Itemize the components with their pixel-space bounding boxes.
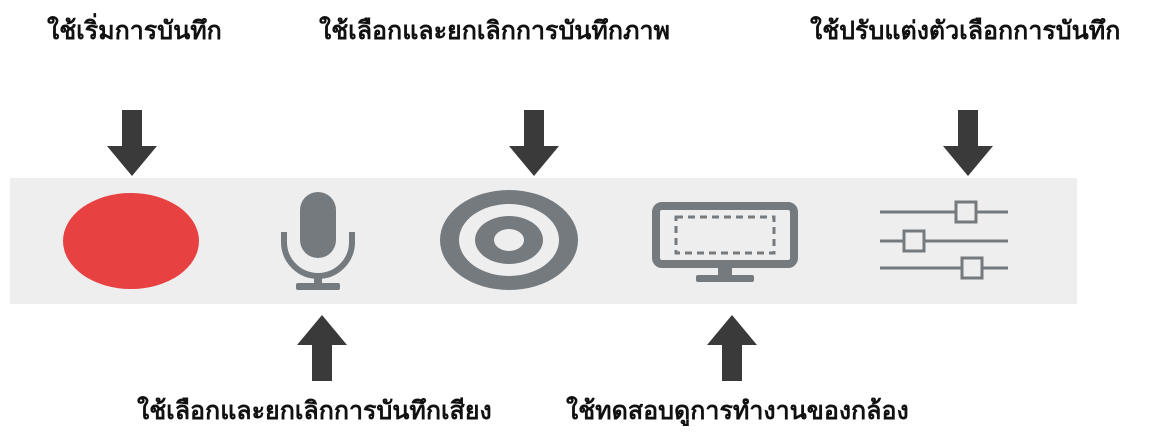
annotation-webcam: ใช้เลือกและยกเลิกการบันทึกภาพ [319,16,671,45]
annotation-record: ใช้เริ่มการบันทึก [47,16,222,45]
sliders-icon [880,200,1008,280]
record-circle-icon [63,193,199,289]
record-button[interactable] [63,193,199,289]
recording-toolbar [10,178,1077,304]
annotation-screen-test: ใช้ทดสอบดูการทำงานของกล้อง [566,396,909,425]
microphone-toggle-button[interactable] [276,192,360,292]
screen-test-button[interactable] [652,202,798,286]
webcam-toggle-button[interactable] [440,190,578,290]
arrow-down-icon [943,110,993,176]
monitor-icon [652,202,798,282]
annotation-settings: ใช้ปรับแต่งตัวเลือกการบันทึก [810,16,1121,45]
arrow-up-icon [297,315,347,381]
arrow-down-icon [107,110,157,176]
webcam-target-icon [440,190,578,290]
annotation-microphone: ใช้เลือกและยกเลิกการบันทึกเสียง [137,396,492,425]
microphone-icon [281,192,355,290]
arrow-up-icon [707,315,757,381]
arrow-down-icon [509,110,559,176]
recording-settings-button[interactable] [880,200,1008,282]
